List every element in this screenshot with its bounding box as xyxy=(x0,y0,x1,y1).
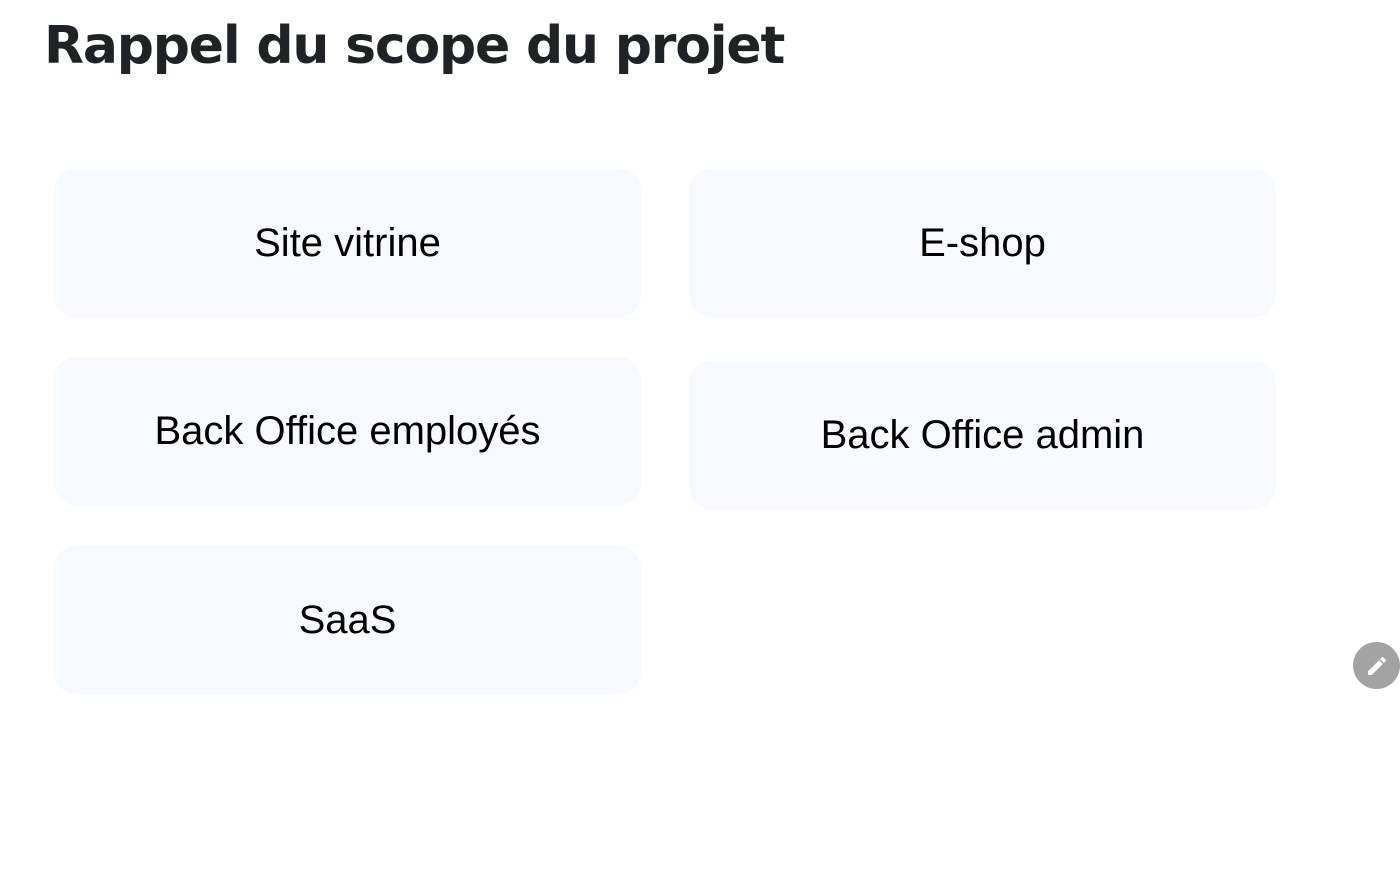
scope-card-back-office-employes[interactable]: Back Office employés xyxy=(54,357,641,505)
page-title: Rappel du scope du projet xyxy=(44,16,785,76)
scope-card-saas[interactable]: SaaS xyxy=(54,546,641,694)
scope-card-label: SaaS xyxy=(298,597,397,642)
scope-card-label: Back Office admin xyxy=(820,412,1145,457)
pencil-icon xyxy=(1365,654,1389,678)
scope-card-label: Site vitrine xyxy=(254,220,441,265)
scope-card-back-office-admin[interactable]: Back Office admin xyxy=(689,361,1276,509)
edit-button[interactable] xyxy=(1353,642,1400,689)
scope-card-label: E-shop xyxy=(919,220,1046,265)
scope-card-label: Back Office employés xyxy=(154,408,541,453)
scope-card-e-shop[interactable]: E-shop xyxy=(689,169,1276,317)
scope-card-site-vitrine[interactable]: Site vitrine xyxy=(54,169,641,317)
